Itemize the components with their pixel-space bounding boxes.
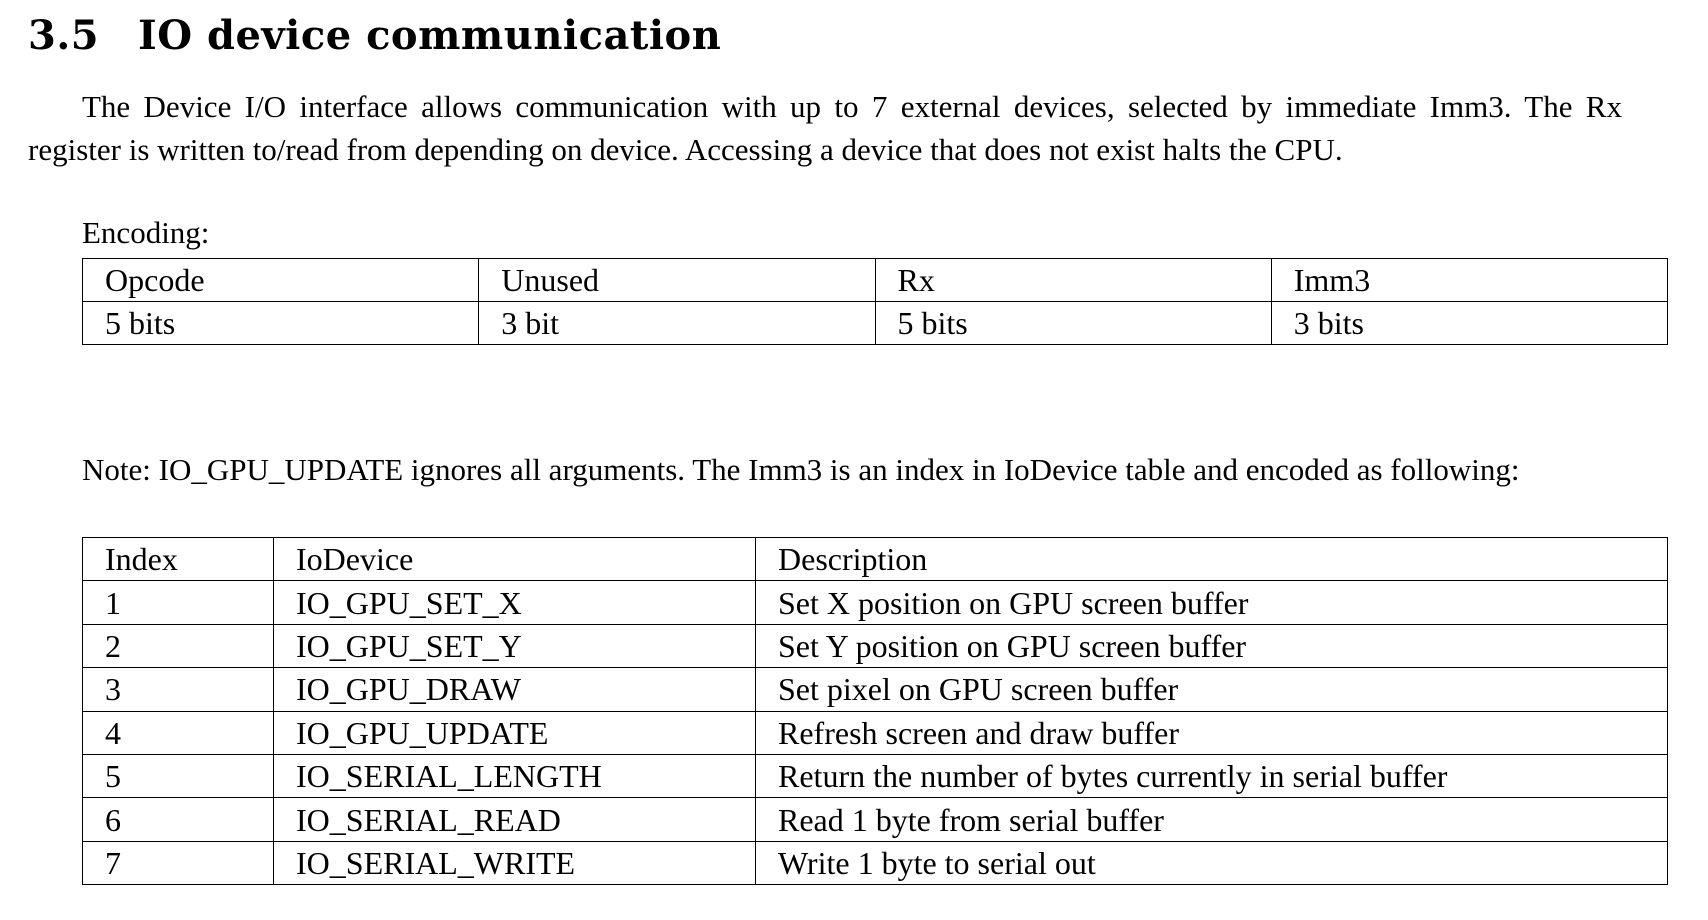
row-index: 5: [82, 753, 274, 799]
note-paragraph-text: Note: IO_GPU_UPDATE ignores all argument…: [82, 452, 1520, 487]
table-row: 6 IO_SERIAL_READ Read 1 byte from serial…: [82, 797, 1668, 842]
row-iodevice: IO_GPU_UPDATE: [273, 710, 756, 755]
row-description: Read 1 byte from serial buffer: [755, 797, 1668, 842]
encoding-table: Opcode Unused Rx Imm3 5 bits 3 bit 5 bit…: [81, 258, 1669, 345]
header-iodevice: IoDevice: [273, 536, 756, 582]
row-description: Refresh screen and draw buffer: [755, 710, 1668, 755]
encoding-header-unused: Unused: [478, 258, 876, 302]
header-index: Index: [82, 536, 274, 582]
table-row: 7 IO_SERIAL_WRITE Write 1 byte to serial…: [82, 840, 1668, 886]
row-description: Write 1 byte to serial out: [755, 840, 1668, 886]
intro-paragraph: The Device I/O interface allows communic…: [28, 85, 1622, 171]
row-description: Return the number of bytes currently in …: [755, 753, 1668, 799]
table-row: 4 IO_GPU_UPDATE Refresh screen and draw …: [82, 710, 1668, 755]
intro-paragraph-text: The Device I/O interface allows communic…: [28, 89, 1622, 167]
section-number: 3.5: [28, 12, 100, 59]
table-row: 5 IO_SERIAL_LENGTH Return the number of …: [82, 753, 1668, 799]
iodevice-table: Index IoDevice Description 1 IO_GPU_SET_…: [82, 536, 1668, 886]
encoding-header-row: Opcode Unused Rx Imm3: [81, 258, 1669, 302]
row-index: 7: [82, 840, 274, 886]
table-row: 2 IO_GPU_SET_Y Set Y position on GPU scr…: [82, 623, 1668, 669]
row-description: Set Y position on GPU screen buffer: [755, 623, 1668, 669]
row-index: 6: [82, 797, 274, 842]
row-iodevice: IO_SERIAL_READ: [273, 797, 756, 842]
row-iodevice: IO_GPU_SET_Y: [273, 623, 756, 669]
row-iodevice: IO_GPU_DRAW: [273, 667, 756, 712]
row-index: 2: [82, 623, 274, 669]
row-iodevice: IO_SERIAL_LENGTH: [273, 753, 756, 799]
encoding-size-rx: 5 bits: [874, 301, 1272, 345]
section-heading: 3.5 IO device communication: [28, 12, 721, 59]
encoding-header-imm3: Imm3: [1270, 258, 1669, 302]
encoding-size-unused: 3 bit: [478, 301, 876, 345]
encoding-header-opcode: Opcode: [81, 258, 480, 302]
row-iodevice: IO_SERIAL_WRITE: [273, 840, 756, 886]
row-description: Set X position on GPU screen buffer: [755, 580, 1668, 625]
row-iodevice: IO_GPU_SET_X: [273, 580, 756, 625]
header-description: Description: [755, 536, 1668, 582]
encoding-size-opcode: 5 bits: [81, 301, 480, 345]
encoding-size-row: 5 bits 3 bit 5 bits 3 bits: [81, 301, 1669, 345]
row-index: 3: [82, 667, 274, 712]
encoding-size-imm3: 3 bits: [1270, 301, 1669, 345]
section-title: IO device communication: [138, 12, 722, 59]
row-description: Set pixel on GPU screen buffer: [755, 667, 1668, 712]
iodevice-header-row: Index IoDevice Description: [82, 536, 1668, 582]
note-paragraph: Note: IO_GPU_UPDATE ignores all argument…: [28, 448, 1622, 491]
encoding-header-rx: Rx: [874, 258, 1272, 302]
row-index: 1: [82, 580, 274, 625]
table-row: 1 IO_GPU_SET_X Set X position on GPU scr…: [82, 580, 1668, 625]
row-index: 4: [82, 710, 274, 755]
table-row: 3 IO_GPU_DRAW Set pixel on GPU screen bu…: [82, 667, 1668, 712]
encoding-label: Encoding:: [82, 215, 210, 250]
